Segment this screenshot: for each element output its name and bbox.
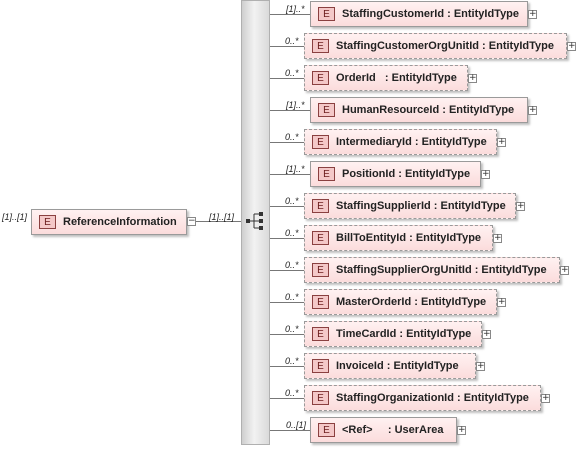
child-cardinality: 0..*: [285, 356, 299, 366]
element-badge: E: [312, 71, 329, 85]
child-connector-line: [270, 366, 304, 367]
child-element-box[interactable]: E StaffingSupplierOrgUnitId : EntityIdTyp…: [304, 257, 560, 283]
child-connector-line: [270, 110, 310, 111]
element-badge: E: [312, 39, 329, 53]
element-badge: E: [318, 423, 335, 437]
child-cardinality: 0..*: [285, 292, 299, 302]
child-cardinality: 0..*: [285, 324, 299, 334]
child-cardinality: 0..*: [285, 36, 299, 46]
child-element-label: StaffingSupplierId : EntityIdType: [336, 200, 506, 212]
child-element-box[interactable]: E StaffingSupplierId : EntityIdType: [304, 193, 516, 219]
element-badge: E: [39, 215, 56, 229]
child-element-label: HumanResourceId : EntityIdType: [342, 104, 515, 116]
child-element-box[interactable]: E TimeCardId : EntityIdType: [304, 321, 482, 347]
child-connector-line: [270, 142, 304, 143]
child-connector-line: [270, 238, 304, 239]
child-connector-line: [270, 398, 304, 399]
element-badge: E: [312, 391, 329, 405]
child-element-label: <Ref> : UserArea: [342, 424, 444, 436]
child-element-label: StaffingSupplierOrgUnitId : EntityIdType: [336, 264, 547, 276]
child-element-label: StaffingCustomerId : EntityIdType: [342, 8, 520, 20]
child-element-box[interactable]: E InvoiceId : EntityIdType: [304, 353, 476, 379]
root-connector-line: [196, 221, 241, 222]
child-element-box[interactable]: E BillToEntityId : EntityIdType: [304, 225, 493, 251]
child-element-label: TimeCardId : EntityIdType: [336, 328, 472, 340]
expand-toggle-icon[interactable]: +: [497, 297, 506, 307]
child-element-label: PositionId : EntityIdType: [342, 168, 471, 180]
sequence-cardinality: [1]..[1]: [209, 212, 235, 222]
child-cardinality: [1]..*: [286, 164, 305, 174]
expand-toggle-icon[interactable]: +: [476, 361, 485, 371]
child-connector-line: [270, 270, 304, 271]
child-element-label: IntermediaryId : EntityIdType: [336, 136, 487, 148]
element-badge: E: [312, 263, 329, 277]
child-cardinality: 0..*: [285, 388, 299, 398]
child-connector-line: [270, 46, 304, 47]
collapse-toggle-icon[interactable]: −: [187, 216, 196, 226]
child-element-label: StaffingCustomerOrgUnitId : EntityIdType: [336, 40, 554, 52]
child-element-box[interactable]: E IntermediaryId : EntityIdType: [304, 129, 497, 155]
child-connector-line: [270, 174, 310, 175]
element-badge: E: [312, 327, 329, 341]
child-element-box[interactable]: E StaffingOrganizationId : EntityIdType: [304, 385, 541, 411]
child-element-label: StaffingOrganizationId : EntityIdType: [336, 392, 529, 404]
root-cardinality: [1]..[1]: [2, 212, 28, 222]
child-cardinality: 0..*: [285, 196, 299, 206]
child-connector-line: [270, 334, 304, 335]
child-element-label: InvoiceId : EntityIdType: [336, 360, 459, 372]
expand-toggle-icon[interactable]: +: [468, 73, 477, 83]
child-element-box[interactable]: E StaffingCustomerId : EntityIdType: [310, 1, 528, 27]
element-badge: E: [318, 103, 335, 117]
child-element-box[interactable]: E PositionId : EntityIdType: [310, 161, 481, 187]
expand-toggle-icon[interactable]: +: [482, 329, 491, 339]
element-badge: E: [312, 231, 329, 245]
child-element-box[interactable]: E OrderId : EntityIdType: [304, 65, 468, 91]
expand-toggle-icon[interactable]: +: [560, 265, 569, 275]
element-badge: E: [312, 199, 329, 213]
sequence-icon: [246, 211, 266, 231]
element-badge: E: [318, 7, 335, 21]
child-connector-line: [270, 430, 310, 431]
child-cardinality: 0..*: [285, 132, 299, 142]
expand-toggle-icon[interactable]: +: [516, 201, 525, 211]
expand-toggle-icon[interactable]: +: [567, 41, 576, 51]
child-element-label: MasterOrderId : EntityIdType: [336, 296, 487, 308]
child-cardinality: 0..*: [285, 260, 299, 270]
element-badge: E: [312, 295, 329, 309]
child-element-box[interactable]: E MasterOrderId : EntityIdType: [304, 289, 497, 315]
expand-toggle-icon[interactable]: +: [528, 105, 537, 115]
child-cardinality: 0..*: [285, 68, 299, 78]
child-element-box[interactable]: E <Ref> : UserArea: [310, 417, 457, 443]
element-badge: E: [318, 167, 335, 181]
expand-toggle-icon[interactable]: +: [541, 393, 550, 403]
child-cardinality: 0..*: [285, 228, 299, 238]
child-cardinality: 0..[1]: [286, 420, 307, 430]
child-cardinality: [1]..*: [286, 4, 305, 14]
element-badge: E: [312, 135, 329, 149]
expand-toggle-icon[interactable]: +: [497, 137, 506, 147]
child-cardinality: [1]..*: [286, 100, 305, 110]
sequence-compositor-bar: [241, 0, 270, 445]
child-element-label: BillToEntityId : EntityIdType: [336, 232, 482, 244]
root-element-reference-information[interactable]: E ReferenceInformation: [31, 209, 187, 235]
child-element-label: OrderId : EntityIdType: [336, 72, 457, 84]
expand-toggle-icon[interactable]: +: [457, 425, 466, 435]
child-connector-line: [270, 78, 304, 79]
child-connector-line: [270, 14, 310, 15]
child-element-box[interactable]: E HumanResourceId : EntityIdType: [310, 97, 528, 123]
expand-toggle-icon[interactable]: +: [481, 169, 490, 179]
child-connector-line: [270, 206, 304, 207]
expand-toggle-icon[interactable]: +: [528, 9, 537, 19]
child-element-box[interactable]: E StaffingCustomerOrgUnitId : EntityIdTyp…: [304, 33, 567, 59]
expand-toggle-icon[interactable]: +: [493, 233, 502, 243]
child-connector-line: [270, 302, 304, 303]
element-badge: E: [312, 359, 329, 373]
root-element-name: ReferenceInformation: [63, 216, 177, 228]
